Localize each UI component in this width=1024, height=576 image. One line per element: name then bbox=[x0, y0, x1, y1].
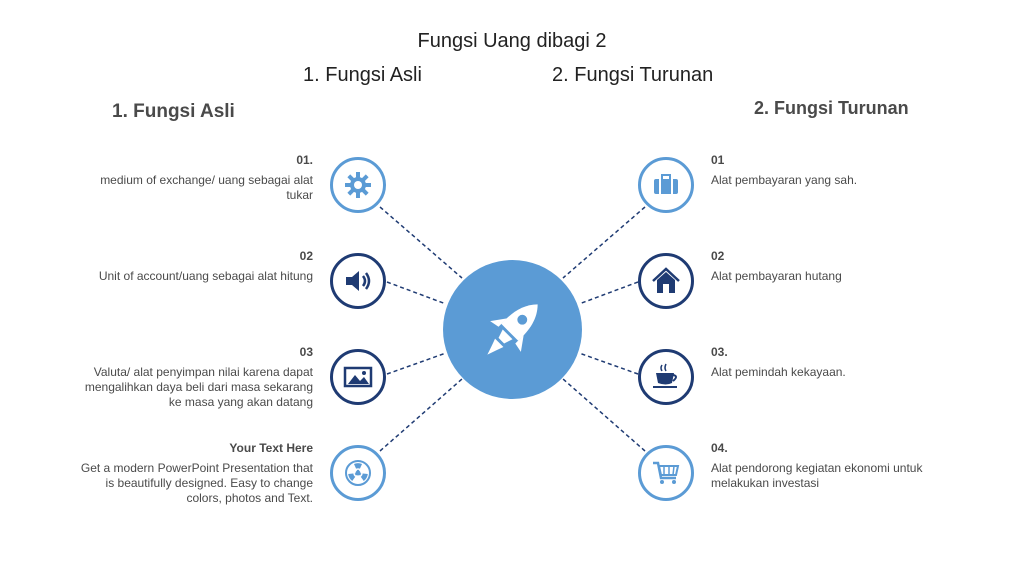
connector-left-1 bbox=[379, 206, 463, 279]
coffee-icon bbox=[653, 363, 677, 388]
right-item-2: 02 Alat pembayaran hutang bbox=[711, 249, 951, 284]
node-left-4 bbox=[330, 445, 386, 501]
home-icon bbox=[652, 267, 680, 293]
node-left-1 bbox=[330, 157, 386, 213]
left-item-2-text: Unit of account/uang sebagai alat hitung bbox=[98, 269, 313, 283]
connector-right-2 bbox=[578, 281, 639, 305]
connector-right-4 bbox=[562, 378, 646, 452]
right-item-2-text: Alat pembayaran hutang bbox=[711, 269, 842, 283]
picture-icon bbox=[343, 366, 373, 388]
node-right-3 bbox=[638, 349, 694, 405]
connector-right-1 bbox=[562, 206, 646, 279]
gear-icon bbox=[345, 172, 371, 198]
node-left-3 bbox=[330, 349, 386, 405]
right-section-heading: 2. Fungsi Turunan bbox=[754, 98, 909, 118]
node-left-2 bbox=[330, 253, 386, 309]
page-title: Fungsi Uang dibagi 2 bbox=[417, 30, 607, 52]
node-right-4 bbox=[638, 445, 694, 501]
left-item-4-text: Get a modern PowerPoint Presentation tha… bbox=[80, 461, 313, 505]
left-item-3: 03 Valuta/ alat penyimpan nilai karena d… bbox=[73, 345, 313, 410]
left-section-heading: 1. Fungsi Asli bbox=[112, 101, 235, 122]
right-item-2-number: 02 bbox=[711, 249, 725, 263]
connector-left-2 bbox=[386, 281, 447, 305]
briefcase-icon bbox=[654, 174, 678, 194]
node-right-1 bbox=[638, 157, 694, 213]
left-item-1-text: medium of exchange/ uang sebagai alat tu… bbox=[100, 173, 313, 202]
left-item-2-number: 02 bbox=[299, 249, 313, 263]
right-item-4-text: Alat pendorong kegiatan ekonomi untuk me… bbox=[711, 461, 923, 490]
connector-left-3 bbox=[386, 352, 447, 375]
rocket-icon bbox=[487, 304, 538, 355]
radiation-icon bbox=[345, 460, 371, 486]
left-item-2: 02 Unit of account/uang sebagai alat hit… bbox=[73, 249, 313, 284]
right-item-3-text: Alat pemindah kekayaan. bbox=[711, 365, 846, 379]
subtitle-fungsi-turunan: 2. Fungsi Turunan bbox=[552, 64, 714, 86]
left-item-1-number: 01. bbox=[296, 153, 313, 167]
central-hub bbox=[443, 260, 582, 399]
speaker-icon bbox=[346, 271, 371, 291]
right-item-4-number: 04. bbox=[711, 441, 728, 455]
left-item-1: 01. medium of exchange/ uang sebagai ala… bbox=[73, 153, 313, 203]
node-right-2 bbox=[638, 253, 694, 309]
right-item-3: 03. Alat pemindah kekayaan. bbox=[711, 345, 951, 380]
cart-icon bbox=[653, 461, 680, 484]
connector-right-3 bbox=[578, 352, 639, 375]
left-item-3-number: 03 bbox=[299, 345, 313, 359]
right-item-1: 01 Alat pembayaran yang sah. bbox=[711, 153, 951, 188]
right-item-3-number: 03. bbox=[711, 345, 728, 359]
left-item-3-text: Valuta/ alat penyimpan nilai karena dapa… bbox=[84, 365, 313, 409]
right-item-4: 04. Alat pendorong kegiatan ekonomi untu… bbox=[711, 441, 951, 491]
right-item-1-text: Alat pembayaran yang sah. bbox=[711, 173, 858, 187]
left-item-4: Your Text Here Get a modern PowerPoint P… bbox=[73, 441, 313, 506]
connector-left-4 bbox=[379, 378, 463, 452]
subtitle-fungsi-asli: 1. Fungsi Asli bbox=[303, 64, 422, 86]
left-item-4-number: Your Text Here bbox=[229, 441, 313, 455]
right-item-1-number: 01 bbox=[711, 153, 725, 167]
